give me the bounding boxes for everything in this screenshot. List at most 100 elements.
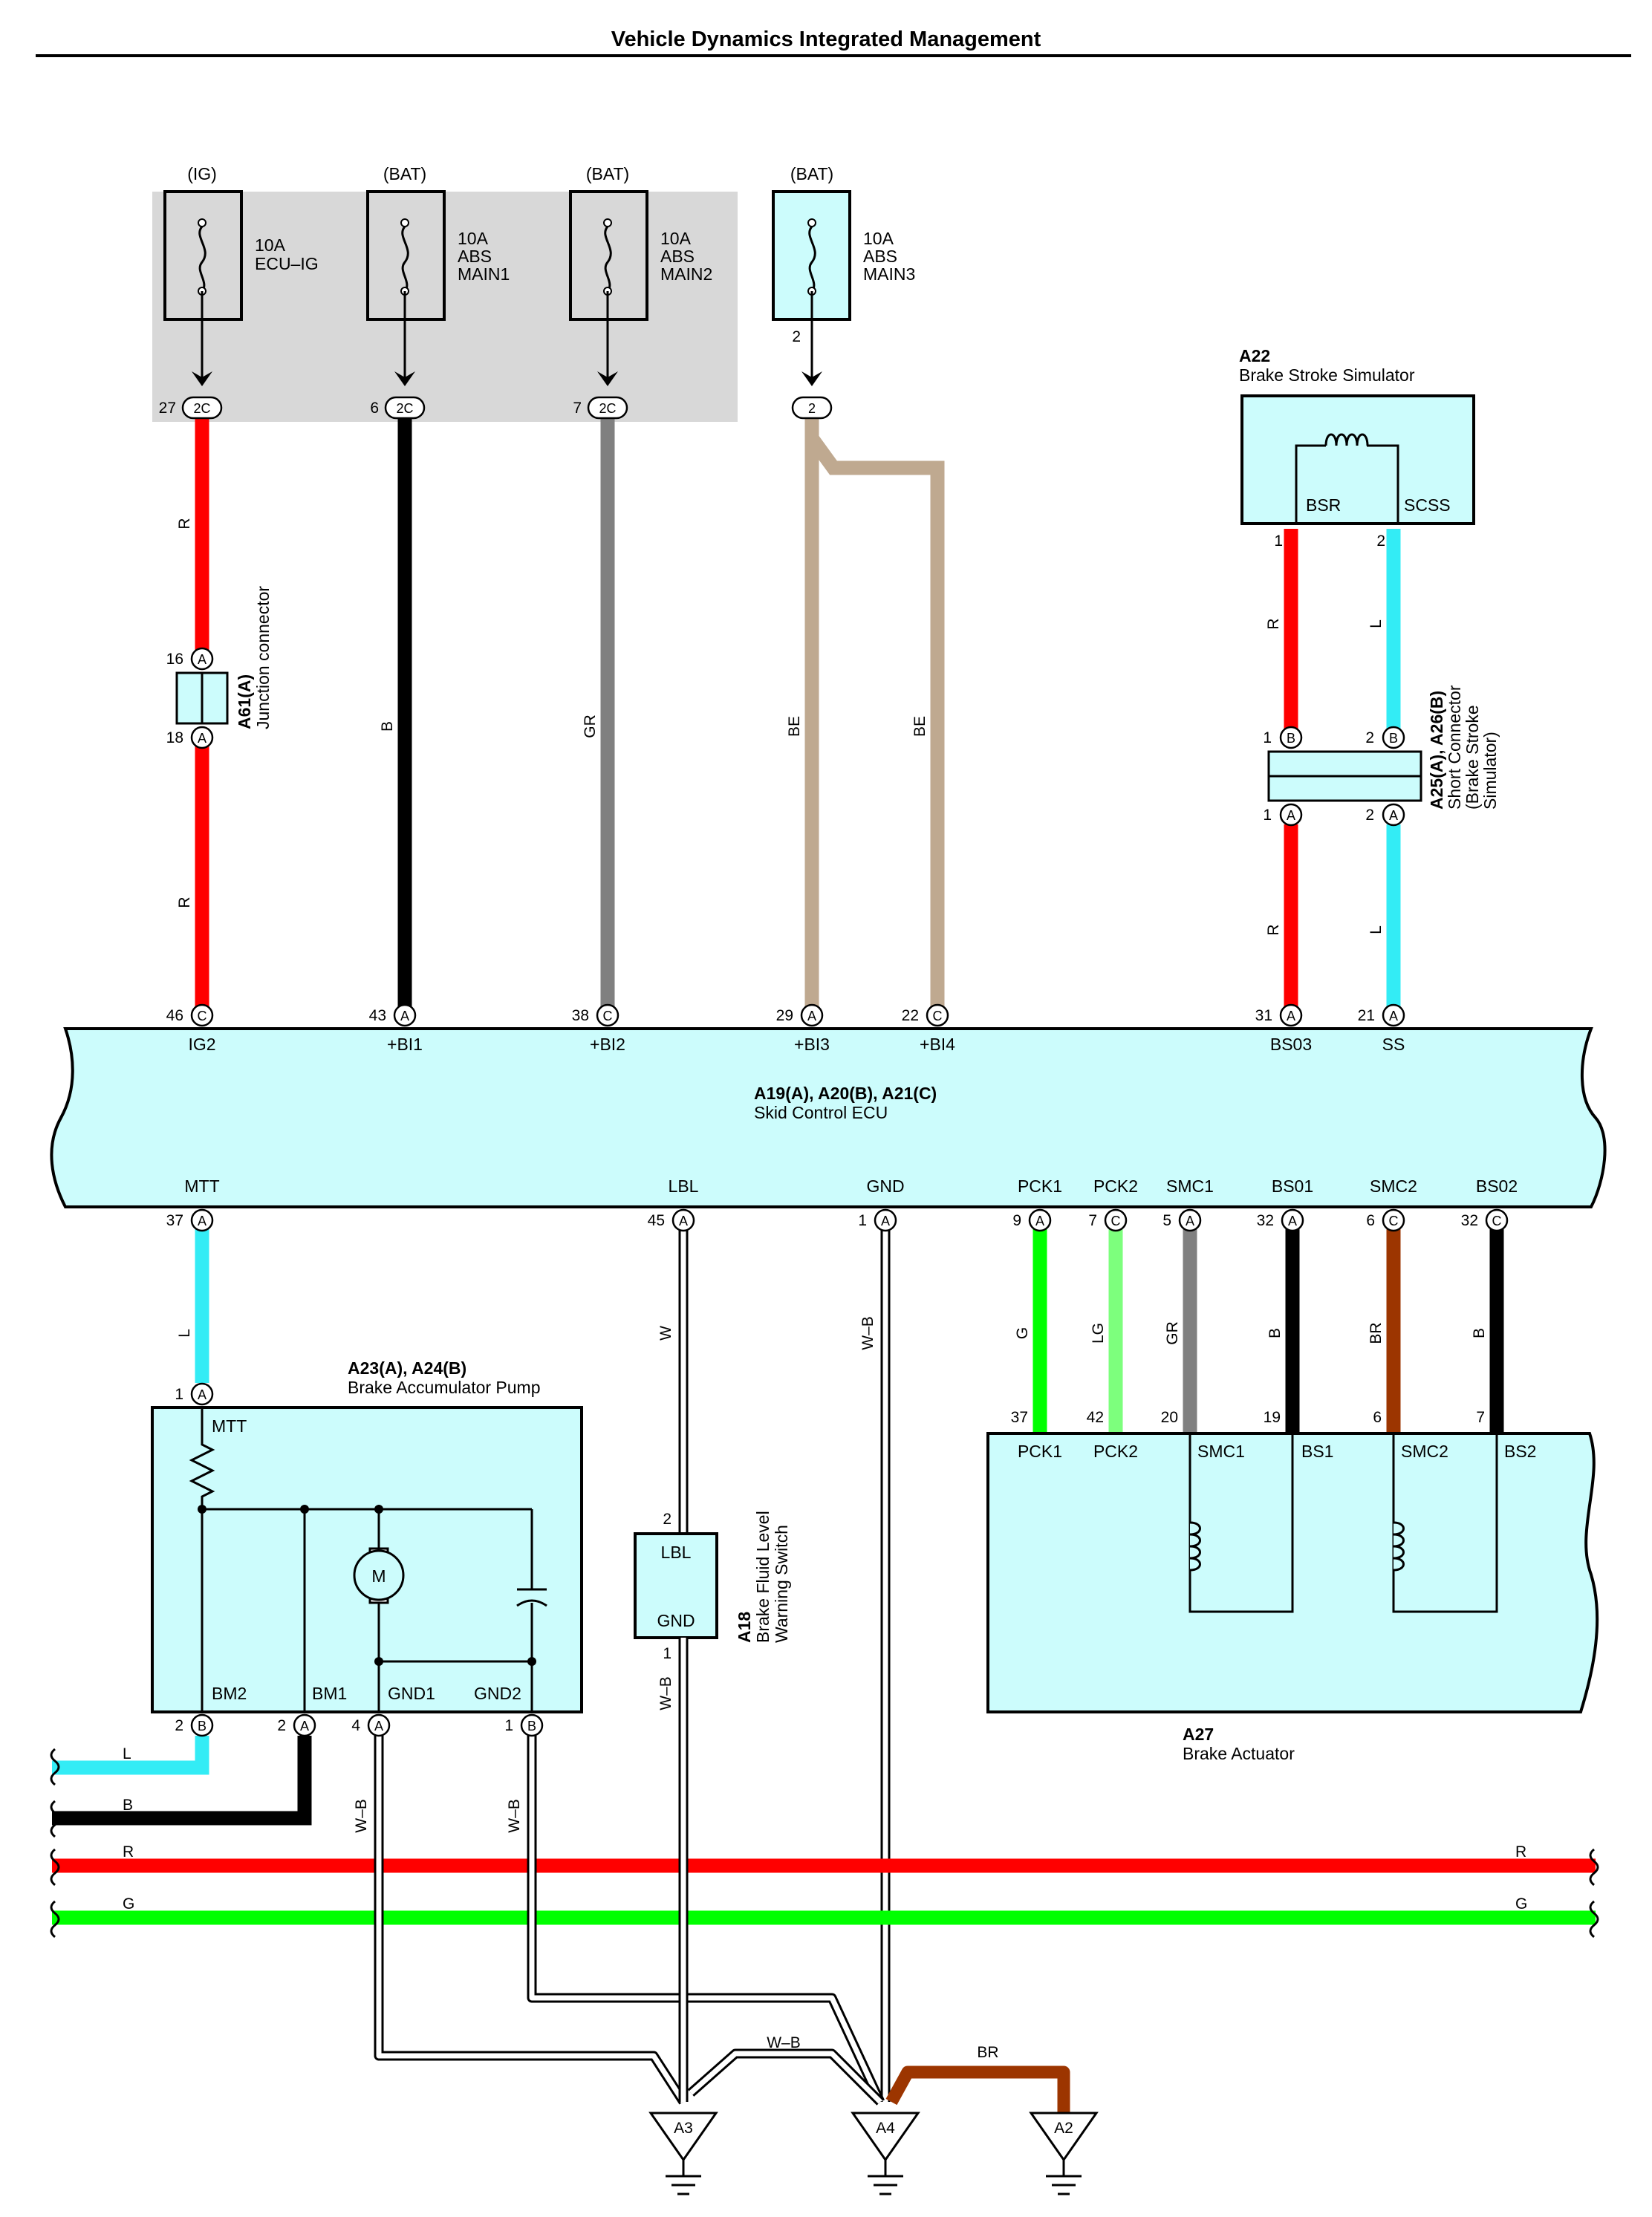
- connector-code: C: [1492, 1214, 1502, 1228]
- ground-icon: [1029, 2112, 1099, 2162]
- fuse-source-label: (BAT): [383, 164, 426, 183]
- ground-icon: [648, 2112, 718, 2162]
- bus-wires: [52, 1736, 1596, 1925]
- fuse-name: ABS: [863, 247, 897, 266]
- pin-number: 2: [175, 1717, 183, 1734]
- pin-circle: [190, 1382, 214, 1406]
- terminal-label: BM1: [312, 1684, 347, 1703]
- pin-number: 29: [776, 1007, 793, 1024]
- pin-number: 2: [277, 1717, 286, 1734]
- ground-a3: A3: [648, 2112, 718, 2195]
- fuse-name: ECU–IG: [255, 254, 319, 273]
- fuse-arrows: [192, 371, 822, 386]
- short-connector: B B A A 1 2 1 2 A25(A), A26(B) Short Con…: [1263, 685, 1500, 827]
- skid-control-ecu: A19(A), A20(B), A21(C) Skid Control ECU …: [50, 1027, 1607, 1208]
- arrow-down-icon: [801, 371, 822, 386]
- pin-number: 21: [1358, 1007, 1375, 1024]
- motor-label: M: [371, 1566, 386, 1586]
- wire-color-label: GR: [582, 714, 599, 738]
- coil-icon: [1324, 433, 1369, 446]
- connector-code: B: [198, 1719, 206, 1733]
- component-name: Short Connector: [1445, 685, 1464, 810]
- pin-circle: [1382, 803, 1405, 827]
- terminal-label: GND: [657, 1611, 695, 1630]
- terminal-label: LBL: [661, 1543, 692, 1562]
- fuse-rating: 10A: [660, 229, 692, 248]
- arrow-down-icon: [192, 371, 212, 386]
- component-name: Brake Accumulator Pump: [348, 1378, 541, 1397]
- pin-number: 1: [1274, 533, 1283, 550]
- component-code: A25(A), A26(B): [1427, 691, 1446, 810]
- connector-oval: [791, 396, 833, 420]
- component-name: Skid Control ECU: [754, 1103, 888, 1122]
- connector-code: A: [807, 1009, 816, 1023]
- fuse-rating: 10A: [458, 229, 489, 248]
- wire-color-label: L: [123, 1745, 131, 1762]
- pin-number: 43: [369, 1007, 386, 1024]
- connector-code: 2C: [599, 401, 616, 416]
- connector-code: A: [198, 731, 206, 746]
- wire-color-label: BR: [977, 2044, 998, 2061]
- connector-code: C: [1111, 1214, 1121, 1228]
- component-code: A23(A), A24(B): [348, 1358, 466, 1378]
- pin-circle: [1279, 803, 1303, 827]
- pin-number: 19: [1264, 1409, 1281, 1426]
- wire-color-label: L: [1368, 619, 1385, 628]
- connector-code: A: [198, 652, 206, 667]
- component-code: A27: [1183, 1725, 1214, 1744]
- pin-number: 9: [1012, 1212, 1021, 1229]
- connector-code: A: [198, 1387, 206, 1402]
- pin-number: 31: [1255, 1007, 1272, 1024]
- fuse-name-2: MAIN1: [458, 264, 510, 284]
- connector-code: A: [1035, 1214, 1044, 1228]
- terminal-label: +BI2: [590, 1035, 625, 1054]
- terminal-label: SCSS: [1404, 495, 1451, 515]
- wire-break-marks: [50, 1748, 1599, 1938]
- pin-number: 6: [1366, 1212, 1375, 1229]
- connector-code: A: [374, 1719, 383, 1733]
- fuse-source-label: (BAT): [586, 164, 629, 183]
- wire-color-label: LG: [1090, 1323, 1107, 1344]
- pin-number: 2: [1365, 729, 1374, 746]
- wire-beige: [804, 417, 945, 1006]
- pin-number: 2: [1376, 533, 1385, 550]
- pin-number: 18: [166, 729, 183, 746]
- wire-color-label: W–B: [657, 1676, 674, 1710]
- connector-code: A: [1288, 1214, 1297, 1228]
- pin-number: 1: [1263, 729, 1272, 746]
- pin-number: 6: [370, 400, 379, 417]
- connector-code: A: [679, 1214, 688, 1228]
- connector-code: A: [400, 1009, 409, 1023]
- connector-code: B: [527, 1719, 536, 1733]
- connector-code: B: [1287, 731, 1295, 746]
- terminal-label: PCK2: [1093, 1442, 1138, 1461]
- wire-color-label: BR: [1368, 1322, 1385, 1344]
- wire-color-label: BE: [786, 716, 803, 737]
- component-name: Brake Stroke Simulator: [1239, 365, 1415, 385]
- terminal-label: SMC1: [1197, 1442, 1245, 1461]
- brake-actuator: PCK1 PCK2 SMC1 BS1 SMC2 BS2 37 42 20 19 …: [986, 1409, 1599, 1763]
- pin-number: 2: [663, 1511, 671, 1528]
- terminal-label: +BI1: [387, 1035, 423, 1054]
- wire-color-label: GR: [1164, 1321, 1181, 1345]
- fuse-source-label: (IG): [187, 164, 217, 183]
- ground-icon: [851, 2112, 920, 2162]
- component-name: Junction connector: [253, 586, 273, 729]
- component-name: Brake Fluid Level: [753, 1511, 773, 1643]
- pin-number: 2: [1365, 807, 1374, 824]
- ecu-body: [50, 1027, 1607, 1208]
- terminal-label: SMC1: [1166, 1176, 1214, 1196]
- pin-number: 27: [159, 400, 176, 417]
- pin-number: 37: [1011, 1409, 1028, 1426]
- fuse-element-icon: [808, 226, 816, 293]
- fuse-rating: 10A: [863, 229, 894, 248]
- ground-label: A2: [1054, 2120, 1073, 2137]
- wire-color-label: B: [1266, 1328, 1284, 1338]
- component-box: [634, 1532, 718, 1639]
- arrow-down-icon: [597, 371, 618, 386]
- terminal-label: BS03: [1270, 1035, 1312, 1054]
- wire-color-label: W–B: [767, 2034, 801, 2051]
- terminal-label: BS1: [1301, 1442, 1333, 1461]
- pin-number: 7: [1476, 1409, 1485, 1426]
- pin-number: 32: [1257, 1212, 1274, 1229]
